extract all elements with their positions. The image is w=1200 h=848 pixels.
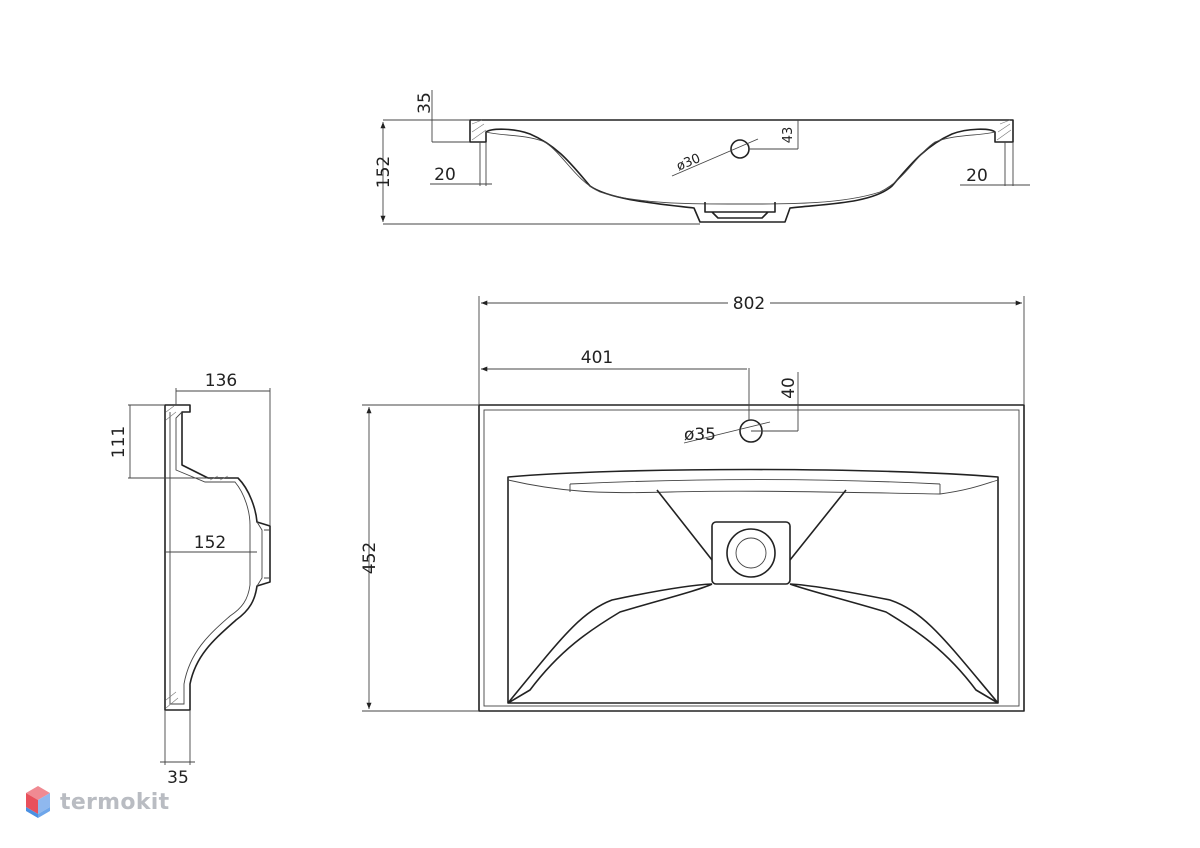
watermark-logo: termokit: [24, 784, 169, 820]
plan-slope: [507, 489, 999, 704]
side-section-view: 136 111 152 35: [109, 371, 271, 788]
dim-side-inner: 152: [194, 533, 226, 553]
front-section-outline: [469, 119, 1014, 223]
front-inner-bowl: [485, 131, 996, 205]
front-section-view: 152 35 20 20 43 ø30: [374, 90, 1030, 225]
plan-drain-box: [711, 521, 791, 585]
plan-view: 802 401 40 ø35 452: [360, 292, 1025, 712]
watermark-text: termokit: [60, 789, 170, 815]
dim-hole-offset: 40: [779, 377, 799, 399]
front-hatch: [471, 119, 1012, 141]
dim-side-bottom: 35: [167, 768, 189, 788]
dim-side-rim: 111: [109, 426, 129, 458]
dim-top-left-wall: 20: [434, 165, 456, 185]
plan-outer-rim: [478, 404, 1025, 712]
side-inner-line: [169, 411, 251, 705]
dim-top-hole-offset: 43: [781, 127, 796, 144]
dim-top-right-wall: 20: [966, 166, 988, 186]
plan-drain: [726, 528, 776, 578]
plan-basin: [507, 468, 999, 704]
dim-top-hole-diameter: ø30: [674, 151, 702, 174]
side-section-outline: [164, 404, 271, 711]
dim-hole-diameter: ø35: [684, 425, 716, 445]
dim-top-rim: 35: [415, 92, 435, 114]
dim-width-half: 401: [581, 348, 613, 368]
cube-logo-icon: [26, 786, 50, 818]
front-drain: [704, 202, 776, 219]
dim-top-height: 152: [374, 156, 394, 188]
dim-depth-total: 452: [360, 542, 380, 574]
dim-width-total: 802: [733, 294, 765, 314]
dim-side-top: 136: [205, 371, 237, 391]
